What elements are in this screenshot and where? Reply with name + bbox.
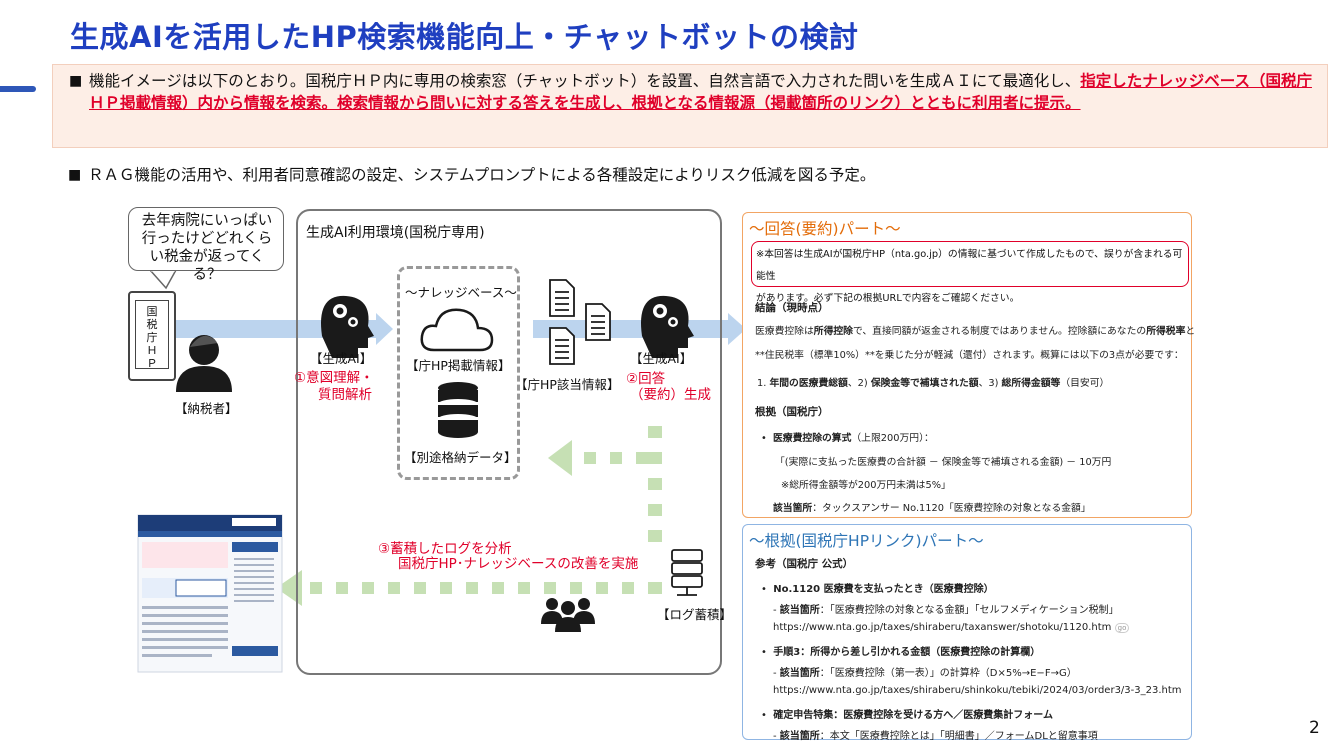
phone-char: 庁: [136, 331, 168, 344]
speech-bubble: 去年病院にいっぱい行ったけどどれくらい税金が返ってくる？: [128, 207, 284, 271]
go-tag[interactable]: go: [1115, 623, 1130, 633]
ai-label-2: 【生成AI】: [630, 348, 692, 367]
ai-label-1: 【生成AI】: [310, 348, 372, 367]
basis-panel-title: ～根拠(国税庁HPリンク)パート～: [749, 529, 984, 551]
basis-panel: ～根拠(国税庁HPリンク)パート～ 参考（国税庁 公式） • No.1120 医…: [742, 524, 1192, 740]
step2-line2: （要約）生成: [630, 383, 711, 403]
kb-item-hp: 【庁HP掲載情報】: [406, 355, 510, 374]
env-title: 生成AI利用環境(国税庁専用): [306, 222, 485, 242]
taxpayer-person-icon: [176, 335, 232, 392]
conclusion-line3: 1. 年間の医療費総額、2) 保険金等で補填された額、3) 総所得金額等（目安可…: [757, 375, 1109, 389]
phone-char: 税: [136, 318, 168, 331]
ref-item-2-location: - 該当箇所：「医療費控除（第一表）」の計算枠（D×5%→E−F→G）: [773, 664, 1077, 679]
phone-char: Ｐ: [136, 357, 168, 370]
ref-item-1-title: • No.1120 医療費を支払ったとき（医療費控除）: [761, 580, 994, 595]
phone-char: Ｈ: [136, 344, 168, 357]
bubble-tail: [150, 270, 176, 288]
answer-panel: ～回答(要約)パート～ ※本回答は生成AIが国税庁HP（nta.go.jp）の情…: [742, 212, 1192, 518]
phone-char: 国: [136, 305, 168, 318]
hit-info-label: 【庁HP該当情報】: [515, 374, 619, 393]
ref-item-3-location: - 該当箇所：本文「医療費控除とは」「明細書」／フォームDLと留意事項: [773, 727, 1098, 742]
basis-line2: 「(実際に支払った医療費の合計額 － 保険金等で補填される金額) － 10万円: [775, 454, 1111, 468]
kb-item-data: 【別途格納データ】: [404, 447, 517, 466]
ref-item-1-location: - 該当箇所：「医療費控除の対象となる金額」「セルフメディケーション税制」: [773, 601, 1119, 616]
kb-title: ～ナレッジベース～: [405, 282, 517, 301]
phone-screen: 国 税 庁 Ｈ Ｐ: [135, 300, 169, 369]
conclusion-heading: 結論（現時点）: [755, 300, 829, 315]
answer-panel-title: ～回答(要約)パート～: [749, 217, 901, 239]
basis-line3: ※総所得金額等が200万円未満は5%」: [781, 477, 951, 491]
basis-line1: • 医療費控除の算式（上限200万円）：: [761, 430, 934, 444]
disclaimer-line1: ※本回答は生成AIが国税庁HP（nta.go.jp）の情報に基づいて作成したもの…: [756, 244, 1184, 288]
basis-heading: 根拠（国税庁）: [755, 404, 829, 419]
reference-heading: 参考（国税庁 公式）: [755, 556, 853, 571]
ref-item-2-title: • 手順3：所得から差し引かれる金額（医療費控除の計算欄）: [761, 643, 1040, 658]
step3-line2: 国税庁HP･ナレッジベースの改善を実施: [398, 552, 638, 572]
log-label: 【ログ蓄積】: [657, 604, 732, 623]
website-thumbnail: [138, 515, 282, 672]
conclusion-line2: **住民税率（標準10%）**を乗じた分が軽減（還付）されます。概算には以下の3…: [755, 347, 1184, 361]
phone-icon: 国 税 庁 Ｈ Ｐ: [128, 291, 176, 381]
ref-item-3-title: • 確定申告特集：医療費控除を受ける方へ／医療費集計フォーム: [761, 706, 1053, 721]
basis-line4: 該当箇所：タックスアンサー No.1120「医療費控除の対象となる金額」: [773, 500, 1091, 514]
ref-item-2-url[interactable]: https://www.nta.go.jp/taxes/shiraberu/sh…: [773, 685, 1182, 696]
ref-item-1-url[interactable]: https://www.nta.go.jp/taxes/shiraberu/ta…: [773, 622, 1111, 633]
taxpayer-label: 【納税者】: [175, 398, 238, 417]
step1-line2: 質問解析: [318, 383, 372, 403]
disclaimer-box: ※本回答は生成AIが国税庁HP（nta.go.jp）の情報に基づいて作成したもの…: [751, 241, 1189, 287]
page-number: 2: [1309, 718, 1320, 738]
ref-item-1-url-row: https://www.nta.go.jp/taxes/shiraberu/ta…: [773, 622, 1129, 633]
conclusion-line1: 医療費控除は所得控除で、直接同額が返金される制度ではありません。控除額にあなたの…: [755, 323, 1195, 337]
